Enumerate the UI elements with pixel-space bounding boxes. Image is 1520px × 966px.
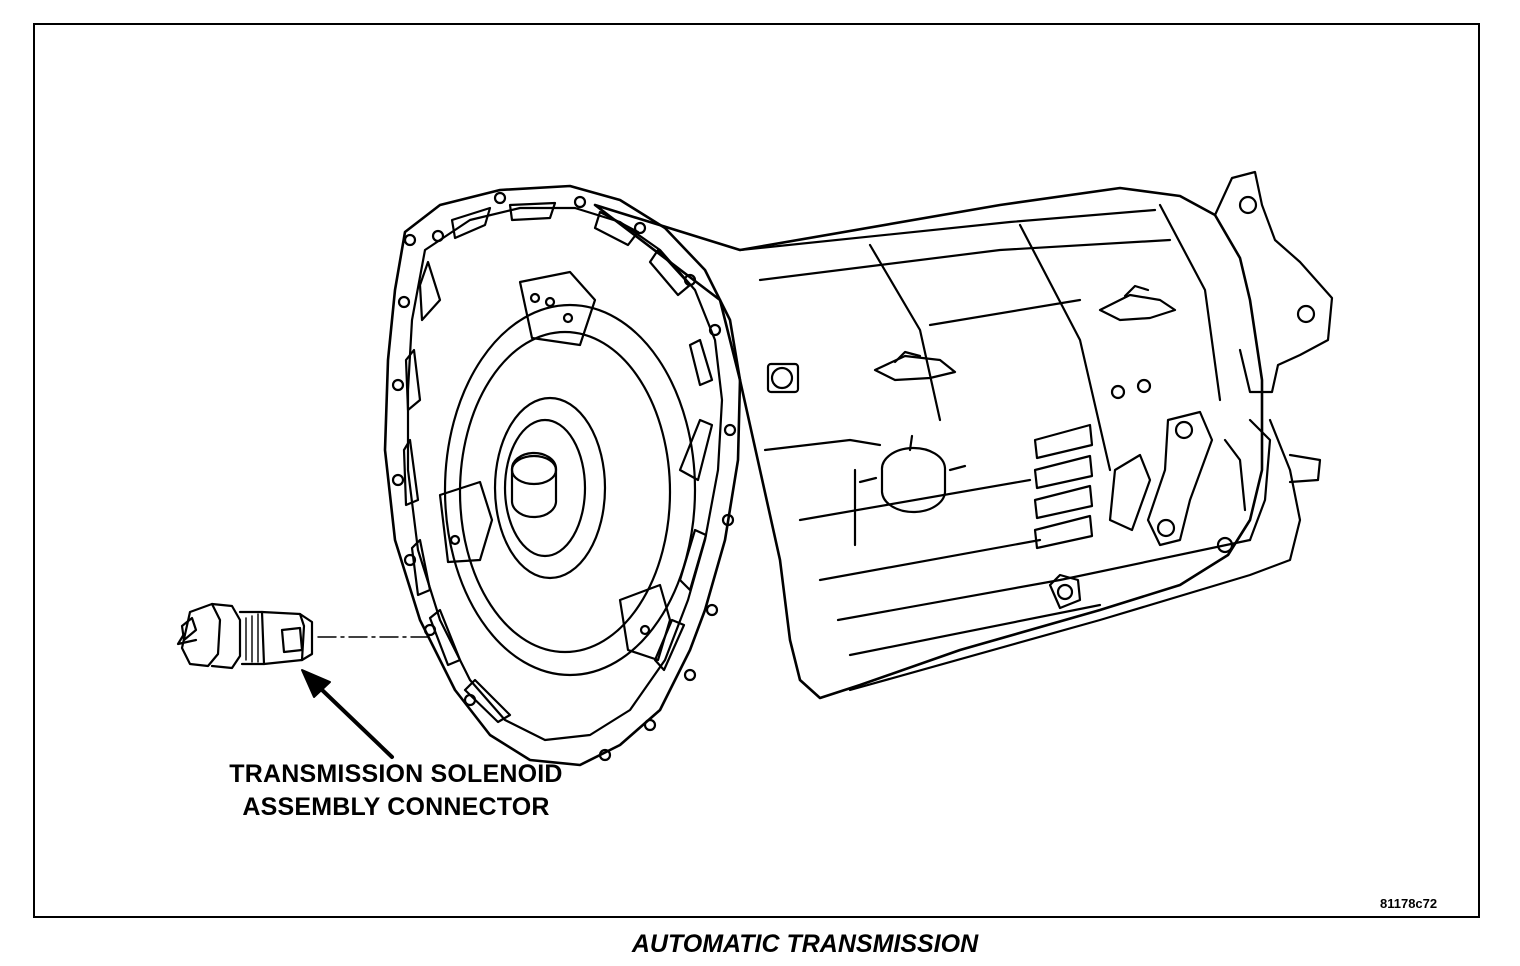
callout-leader-arrow [301, 669, 394, 759]
callout-line-1: TRANSMISSION SOLENOID [229, 760, 563, 788]
figure-frame [33, 23, 1480, 918]
callout-line-2: ASSEMBLY CONNECTOR [242, 793, 550, 821]
solenoid-connector [176, 602, 314, 670]
callout-label: TRANSMISSION SOLENOID ASSEMBLY CONNECTOR [196, 758, 596, 824]
transmission-case [593, 170, 1334, 700]
figure-caption: AUTOMATIC TRANSMISSION [631, 930, 979, 958]
figure-id: 81178c72 [1380, 896, 1438, 911]
bell-housing [383, 184, 742, 767]
